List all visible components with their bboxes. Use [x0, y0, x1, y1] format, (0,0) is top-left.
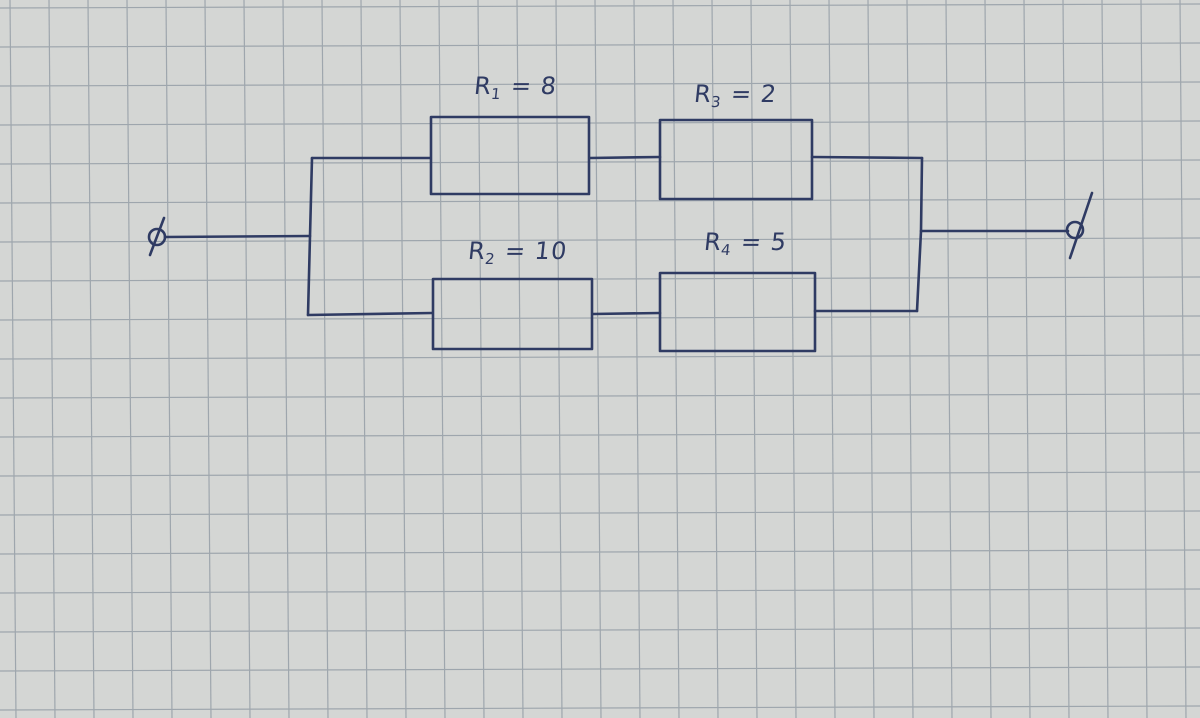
grid-line-vertical	[204, 0, 212, 718]
grid-line-horizontal	[0, 315, 1200, 321]
label-r3-subscript: 3	[710, 93, 723, 111]
label-r1-value: = 8	[509, 72, 559, 100]
grid-line-horizontal	[0, 549, 1200, 555]
grid-line-vertical	[516, 0, 524, 718]
grid-line-vertical	[477, 0, 485, 718]
top-branch-wire-mid	[588, 155, 662, 160]
grid-line-vertical	[633, 0, 641, 718]
grid-line-horizontal	[0, 42, 1200, 48]
grid-line-vertical	[1140, 0, 1148, 718]
resistor-r4	[658, 271, 817, 353]
grid-line-horizontal	[0, 666, 1200, 672]
grid-line-horizontal	[0, 471, 1200, 477]
grid-line-vertical	[789, 0, 797, 718]
grid-line-horizontal	[0, 432, 1200, 438]
grid-line-horizontal	[0, 510, 1200, 516]
grid-line-horizontal	[0, 393, 1200, 399]
left-terminal	[147, 216, 167, 257]
grid-line-horizontal	[0, 3, 1200, 9]
left-branch-wire	[306, 156, 314, 317]
grid-line-vertical	[1179, 0, 1187, 718]
label-r3-value: = 2	[729, 80, 779, 108]
grid-line-horizontal	[0, 276, 1200, 282]
right-branch-wire	[915, 156, 924, 313]
grid-line-horizontal	[0, 705, 1200, 711]
grid-line-vertical	[399, 0, 407, 718]
grid-line-horizontal	[0, 354, 1200, 360]
resistor-r1	[429, 115, 591, 196]
grid-line-vertical	[282, 0, 290, 718]
label-r3: R3 = 2	[692, 80, 779, 111]
label-r2: R2 = 10	[466, 237, 569, 268]
label-r1-subscript: 1	[490, 85, 503, 103]
label-r1: R1 = 8	[472, 72, 559, 103]
top-branch-wire-out	[810, 155, 924, 160]
grid-line-vertical	[321, 0, 329, 718]
bottom-branch-wire-in	[306, 311, 434, 317]
grid-line-vertical	[945, 0, 953, 718]
label-r4-subscript: 4	[720, 241, 733, 259]
grid-line-vertical	[867, 0, 875, 718]
resistor-r2	[431, 277, 594, 351]
grid-line-horizontal	[0, 81, 1200, 87]
grid-line-horizontal	[0, 588, 1200, 594]
grid-line-horizontal	[0, 120, 1200, 126]
grid-line-vertical	[1101, 0, 1109, 718]
left-lead-wire	[163, 234, 312, 239]
right-terminal	[1065, 191, 1094, 260]
grid-line-vertical	[360, 0, 368, 718]
label-r2-subscript: 2	[484, 250, 497, 268]
label-r4-value: = 5	[739, 228, 789, 256]
grid-line-vertical	[1062, 0, 1070, 718]
grid-line-horizontal	[0, 237, 1200, 243]
resistor-r3	[658, 118, 814, 201]
grid-line-vertical	[984, 0, 992, 718]
grid-line-vertical	[672, 0, 680, 718]
grid-line-vertical	[594, 0, 602, 718]
grid-line-vertical	[1023, 0, 1031, 718]
label-r4: R4 = 5	[702, 228, 789, 259]
bottom-branch-wire-mid	[591, 311, 662, 316]
grid-line-horizontal	[0, 198, 1200, 204]
grid-line-vertical	[906, 0, 914, 718]
grid-line-horizontal	[0, 627, 1200, 633]
grid-line-vertical	[243, 0, 251, 718]
label-r2-value: = 10	[503, 237, 569, 265]
grid-line-vertical	[555, 0, 563, 718]
grid-line-vertical	[828, 0, 836, 718]
grid-line-vertical	[438, 0, 446, 718]
grid-line-horizontal	[0, 159, 1200, 165]
